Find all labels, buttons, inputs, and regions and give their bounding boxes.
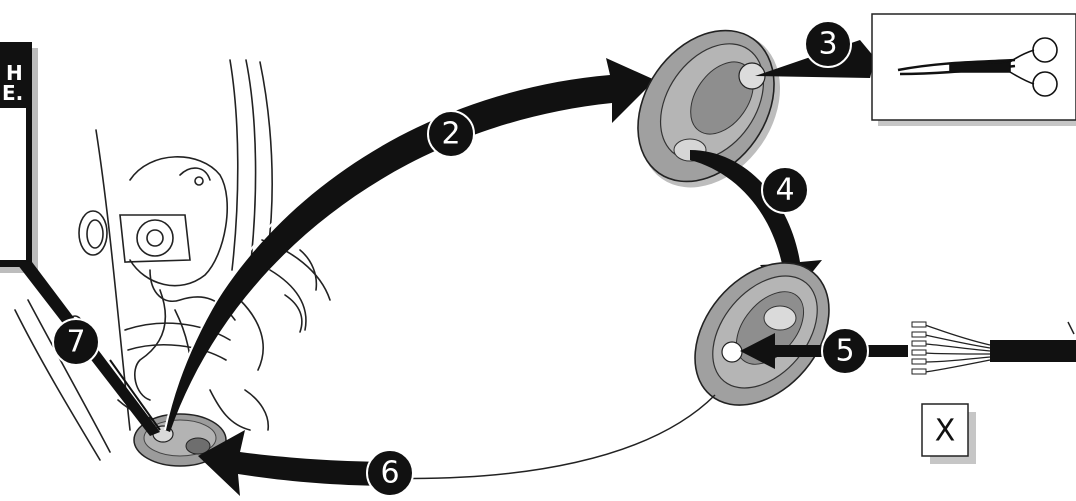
x-box: X — [921, 403, 976, 464]
arrow-step-5 — [740, 333, 908, 369]
scissors-icon — [897, 37, 1058, 97]
x-box-label: X — [935, 414, 956, 449]
callout-text-line1: H — [6, 61, 23, 85]
wire-bundle-icon — [911, 321, 1076, 375]
step-number-3: 3 — [818, 27, 837, 62]
connector-line — [379, 394, 716, 480]
step-badge-2: 2 — [427, 110, 475, 158]
step-number-5: 5 — [835, 334, 854, 369]
step-number-7: 7 — [66, 325, 85, 360]
step-number-4: 4 — [775, 173, 794, 208]
step-badge-6: 6 — [366, 449, 414, 497]
step-badge-5: 5 — [821, 327, 869, 375]
step-badge-3: 3 — [804, 20, 852, 68]
arrow-step-2 — [164, 58, 655, 432]
step-badge-4: 4 — [761, 166, 809, 214]
arrow-step-6 — [198, 430, 400, 496]
callout-box: H E. — [0, 42, 38, 273]
step-number-6: 6 — [380, 456, 399, 491]
grommet-icon — [637, 29, 781, 188]
callout-text-line2: E. — [2, 81, 23, 105]
step-badge-7: 7 — [52, 318, 100, 366]
step-number-2: 2 — [441, 117, 460, 152]
headlamp-housing-icon — [14, 59, 331, 461]
